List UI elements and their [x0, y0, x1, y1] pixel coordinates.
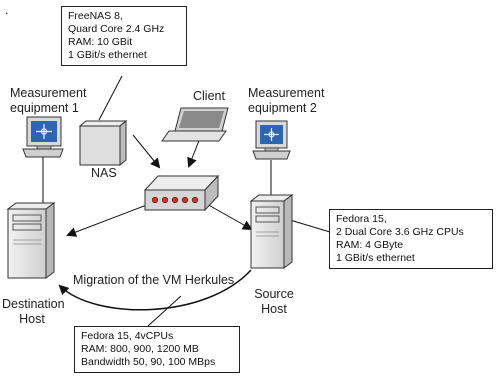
measurement-equipment-2-label: Measurement equipment 2	[248, 86, 324, 116]
switch-leds	[151, 196, 199, 204]
arrow-nas-switch	[132, 134, 161, 169]
nas-icon	[78, 119, 128, 167]
monitor-icon-1	[22, 116, 64, 158]
vm-spec-line-2: RAM: 800, 900, 1200 MB	[81, 343, 199, 355]
switch-led	[151, 196, 159, 204]
source-host-line-2: Host	[261, 302, 287, 316]
vm-spec-box: Fedora 15, 4vCPUs RAM: 800, 900, 1200 MB…	[74, 326, 240, 373]
arrow-switch-dest	[66, 202, 153, 237]
source-spec-line-1: Fedora 15,	[336, 213, 387, 225]
source-spec-line-3: RAM: 4 GByte	[336, 239, 404, 251]
source-host-icon	[249, 194, 294, 269]
source-host-label: Source Host	[252, 287, 296, 317]
source-spec-line-4: 1 GBit/s ethernet	[336, 252, 415, 264]
vm-spec-line-3: Bandwidth 50, 90, 100 MBps	[81, 356, 216, 368]
measurement-2-line-1: Measurement	[248, 86, 325, 100]
network-switch-icon	[143, 174, 220, 212]
client-label: Client	[193, 89, 225, 103]
arrow-client-switch	[187, 137, 201, 168]
switch-led	[191, 196, 199, 204]
switch-led	[181, 196, 189, 204]
nas-spec-line-4: 1 GBit/s ethernet	[68, 49, 147, 61]
migration-arrow	[58, 269, 252, 311]
measurement-1-line-1: Measurement	[10, 86, 87, 100]
nas-spec-line-3: RAM: 10 GBit	[68, 36, 133, 48]
nas-spec-line-1: FreeNAS 8,	[68, 10, 123, 22]
vm-callout-line	[147, 295, 182, 327]
measurement-1-line-2: equipment 1	[10, 101, 79, 115]
nas-callout-line	[98, 75, 123, 121]
source-callout-line	[289, 219, 331, 233]
arrow-switch-source	[204, 202, 253, 230]
destination-host-line-1: Destination	[2, 297, 65, 311]
measurement-equipment-1-label: Measurement equipment 1	[10, 86, 86, 116]
monitor-icon-2	[252, 120, 291, 160]
laptop-icon	[161, 107, 229, 142]
stray-dot: .	[5, 3, 8, 17]
source-host-line-1: Source	[254, 287, 294, 301]
destination-host-label: Destination Host	[2, 297, 65, 327]
nas-spec-box: FreeNAS 8, Quard Core 2.4 GHz RAM: 10 GB…	[61, 6, 187, 66]
source-spec-line-2: 2 Dual Core 3.6 GHz CPUs	[336, 226, 464, 238]
nas-label: NAS	[91, 166, 117, 180]
vm-spec-line-1: Fedora 15, 4vCPUs	[81, 330, 174, 342]
switch-led	[171, 196, 179, 204]
migration-label: Migration of the VM Herkules	[73, 273, 235, 287]
measurement-2-line-2: equipment 2	[248, 101, 317, 115]
switch-led	[161, 196, 169, 204]
nas-spec-line-2: Quard Core 2.4 GHz	[68, 23, 165, 35]
source-host-spec-box: Fedora 15, 2 Dual Core 3.6 GHz CPUs RAM:…	[329, 209, 493, 269]
destination-host-icon	[6, 202, 56, 279]
destination-host-line-2: Host	[19, 312, 45, 326]
